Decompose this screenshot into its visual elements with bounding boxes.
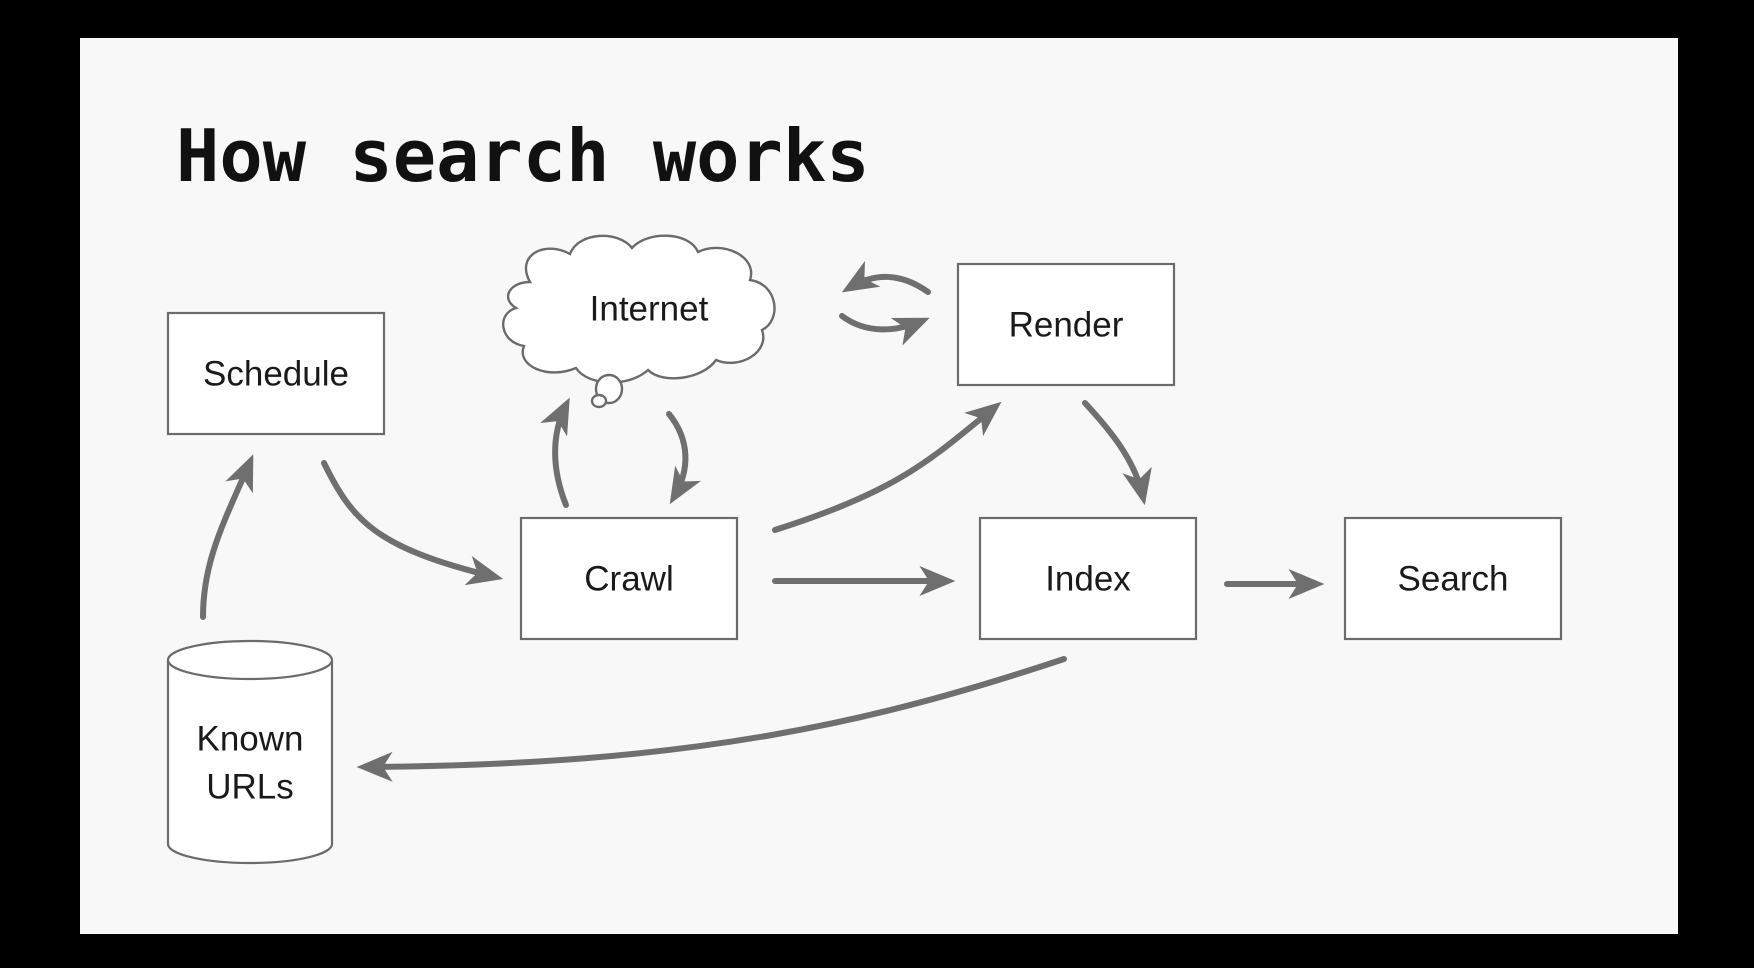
internet-node: Internet [502,234,776,409]
render-label: Render [1009,306,1124,345]
known-urls-node: Known URLs [166,639,334,865]
schedule-node: Schedule [166,311,386,436]
slide-title: How search works [176,114,870,198]
cloud-bubble-small [590,393,608,409]
database-icon [166,660,334,865]
index-label: Index [1045,560,1131,599]
index-node: Index [978,516,1198,641]
arrow-index-to-known-urls [356,656,1067,782]
internet-label: Internet [590,290,709,329]
known-urls-label-line2: URLs [206,768,294,807]
arrow-render-to-index [1082,400,1152,506]
render-node: Render [956,262,1176,387]
arrow-known-urls-to-schedule [200,454,254,620]
search-label: Search [1398,560,1509,599]
arrow-internet-to-render [839,313,930,346]
known-urls-label-line1: Known [196,720,303,759]
arrow-schedule-to-crawl [321,460,504,586]
arrow-crawl-to-render [772,401,1002,533]
arrow-internet-to-crawl [666,411,701,505]
arrow-crawl-to-internet [540,397,570,508]
cloud-icon [502,234,776,384]
crawl-label: Crawl [584,560,673,599]
search-node: Search [1343,516,1563,641]
schedule-label: Schedule [203,355,349,394]
crawl-node: Crawl [519,516,739,641]
arrow-render-to-internet [841,260,931,295]
